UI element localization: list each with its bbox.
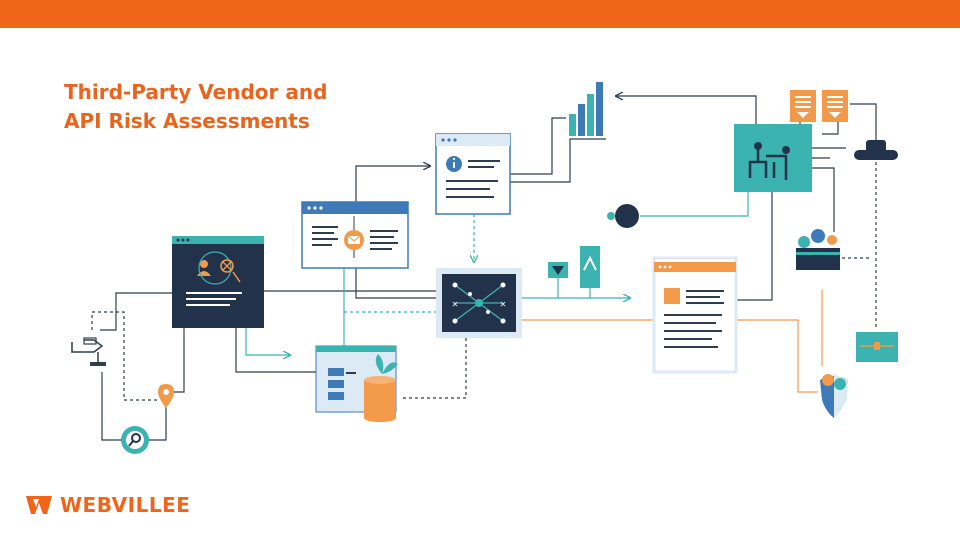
- connector-line: [510, 138, 606, 183]
- connector-line: [148, 406, 167, 441]
- brand-mark-spacer: [26, 495, 54, 515]
- download-icon: [790, 90, 816, 122]
- connector-lines: [91, 96, 877, 441]
- org-chart-icon: [734, 124, 812, 192]
- mail-browser-window: [301, 201, 409, 269]
- connector-line: [101, 372, 122, 441]
- cloud-icon: [854, 140, 898, 160]
- connector-line: [355, 268, 436, 299]
- document-window: [652, 256, 738, 374]
- connector-line: [736, 319, 818, 393]
- connector-line: [812, 167, 835, 232]
- plant-icon: [364, 354, 398, 422]
- connector-line: [850, 103, 877, 140]
- connector-line: [736, 192, 773, 301]
- briefcase-icon: [856, 332, 898, 362]
- connector-line: [172, 328, 185, 393]
- toolbox-icon: [796, 229, 840, 270]
- connector-line: [91, 311, 160, 401]
- blocked-icon: [220, 259, 241, 283]
- envelope-icon: [344, 230, 364, 250]
- title-line-1: Third-Party Vendor and: [64, 80, 328, 104]
- connector-line: [822, 120, 839, 135]
- page-title: Third-Party Vendor and API Risk Assessme…: [64, 78, 327, 136]
- arrow-up-icon: [580, 246, 600, 288]
- svg-text:✕: ✕: [452, 300, 459, 309]
- shield-icon: [820, 374, 848, 418]
- connector-line: [400, 338, 467, 399]
- brand-logo: WEBVILLEE: [26, 492, 190, 518]
- hand-icon: [71, 337, 106, 366]
- endpoint-node-icon: [607, 204, 639, 228]
- connector-line: [640, 192, 749, 217]
- search-icon: [121, 426, 149, 454]
- connector-line: [616, 96, 757, 124]
- title-line-2: API Risk Assessments: [64, 109, 310, 133]
- network-node-icon: ✕ ✕: [436, 268, 522, 338]
- connector-line: [245, 328, 290, 355]
- connector-line: [235, 328, 316, 373]
- connector-line: [355, 166, 430, 202]
- top-accent-bar: [0, 0, 960, 28]
- brand-name: WEBVILLEE: [60, 493, 191, 517]
- download-icon: [822, 90, 848, 122]
- funnel-icon: [548, 262, 568, 278]
- info-icon: [446, 156, 462, 172]
- connector-line: [510, 117, 566, 175]
- brand-logo-icon: [26, 496, 52, 514]
- info-browser-window: [435, 133, 511, 215]
- location-pin-icon: [158, 384, 174, 408]
- bar-chart-icon: [569, 82, 603, 136]
- user-browser-window: [172, 236, 264, 328]
- svg-text:✕: ✕: [500, 300, 507, 309]
